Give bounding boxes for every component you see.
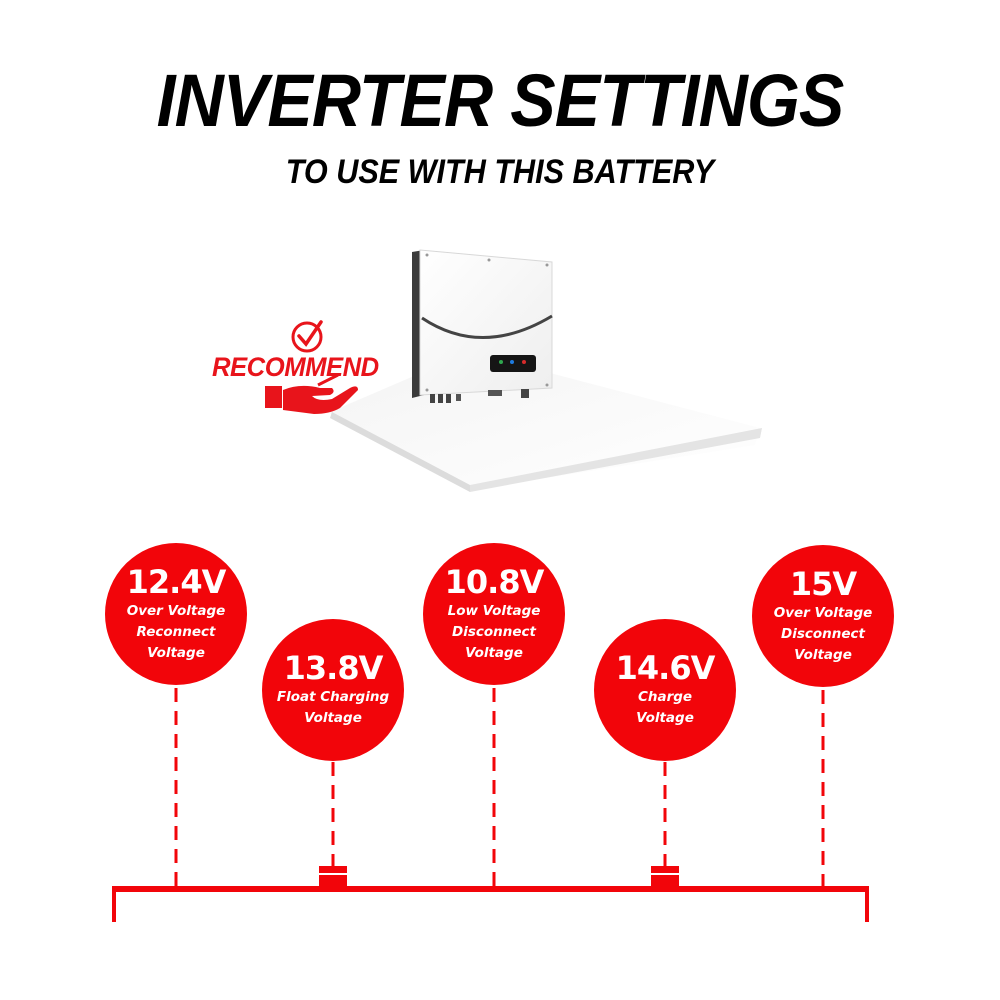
setting-label-line: Disconnect	[781, 625, 865, 642]
setting-over-voltage-reconnect: 12.4V Over Voltage Reconnect Voltage	[105, 543, 247, 685]
recommend-label: RECOMMEND	[212, 352, 379, 382]
setting-label-line: Voltage	[794, 646, 852, 663]
page-title: INVERTER SETTINGS	[156, 59, 845, 142]
marker-block-1	[319, 866, 347, 889]
setting-label-line: Reconnect	[136, 623, 216, 640]
setting-label-line: Voltage	[636, 710, 694, 726]
marker-block-2	[651, 866, 679, 889]
setting-label-line: Over Voltage	[773, 604, 873, 621]
setting-low-voltage-disconnect: 10.8V Low Voltage Disconnect Voltage	[423, 543, 565, 685]
setting-float-charging: 13.8V Float Charging Voltage	[262, 619, 404, 761]
setting-label-line: Voltage	[304, 710, 362, 726]
setting-label-line: Voltage	[147, 644, 205, 661]
setting-label-line: Charge	[637, 689, 693, 705]
setting-value: 12.4V	[126, 562, 227, 601]
setting-label-line: Float Charging	[276, 689, 390, 705]
setting-value: 14.6V	[615, 649, 716, 687]
setting-value: 15V	[789, 564, 857, 603]
setting-over-voltage-disconnect: 15V Over Voltage Disconnect Voltage	[752, 545, 894, 687]
check-circle-icon	[291, 320, 323, 353]
setting-label-line: Voltage	[465, 644, 523, 661]
inverter-product-image	[330, 249, 762, 492]
timeline-baseline	[112, 886, 869, 892]
setting-label-line: Low Voltage	[447, 602, 541, 619]
setting-value: 10.8V	[444, 562, 545, 601]
setting-label-line: Disconnect	[452, 623, 536, 640]
timeline-left-tick	[112, 886, 116, 922]
setting-label-line: Over Voltage	[126, 602, 226, 619]
hand-icon	[265, 373, 358, 414]
inverter-body	[412, 249, 553, 403]
timeline-right-tick	[865, 886, 869, 922]
setting-charge: 14.6V Charge Voltage	[594, 619, 736, 761]
setting-value: 13.8V	[283, 649, 384, 687]
recommend-badge	[265, 320, 358, 414]
page-subtitle: TO USE WITH THIS BATTERY	[285, 153, 715, 191]
